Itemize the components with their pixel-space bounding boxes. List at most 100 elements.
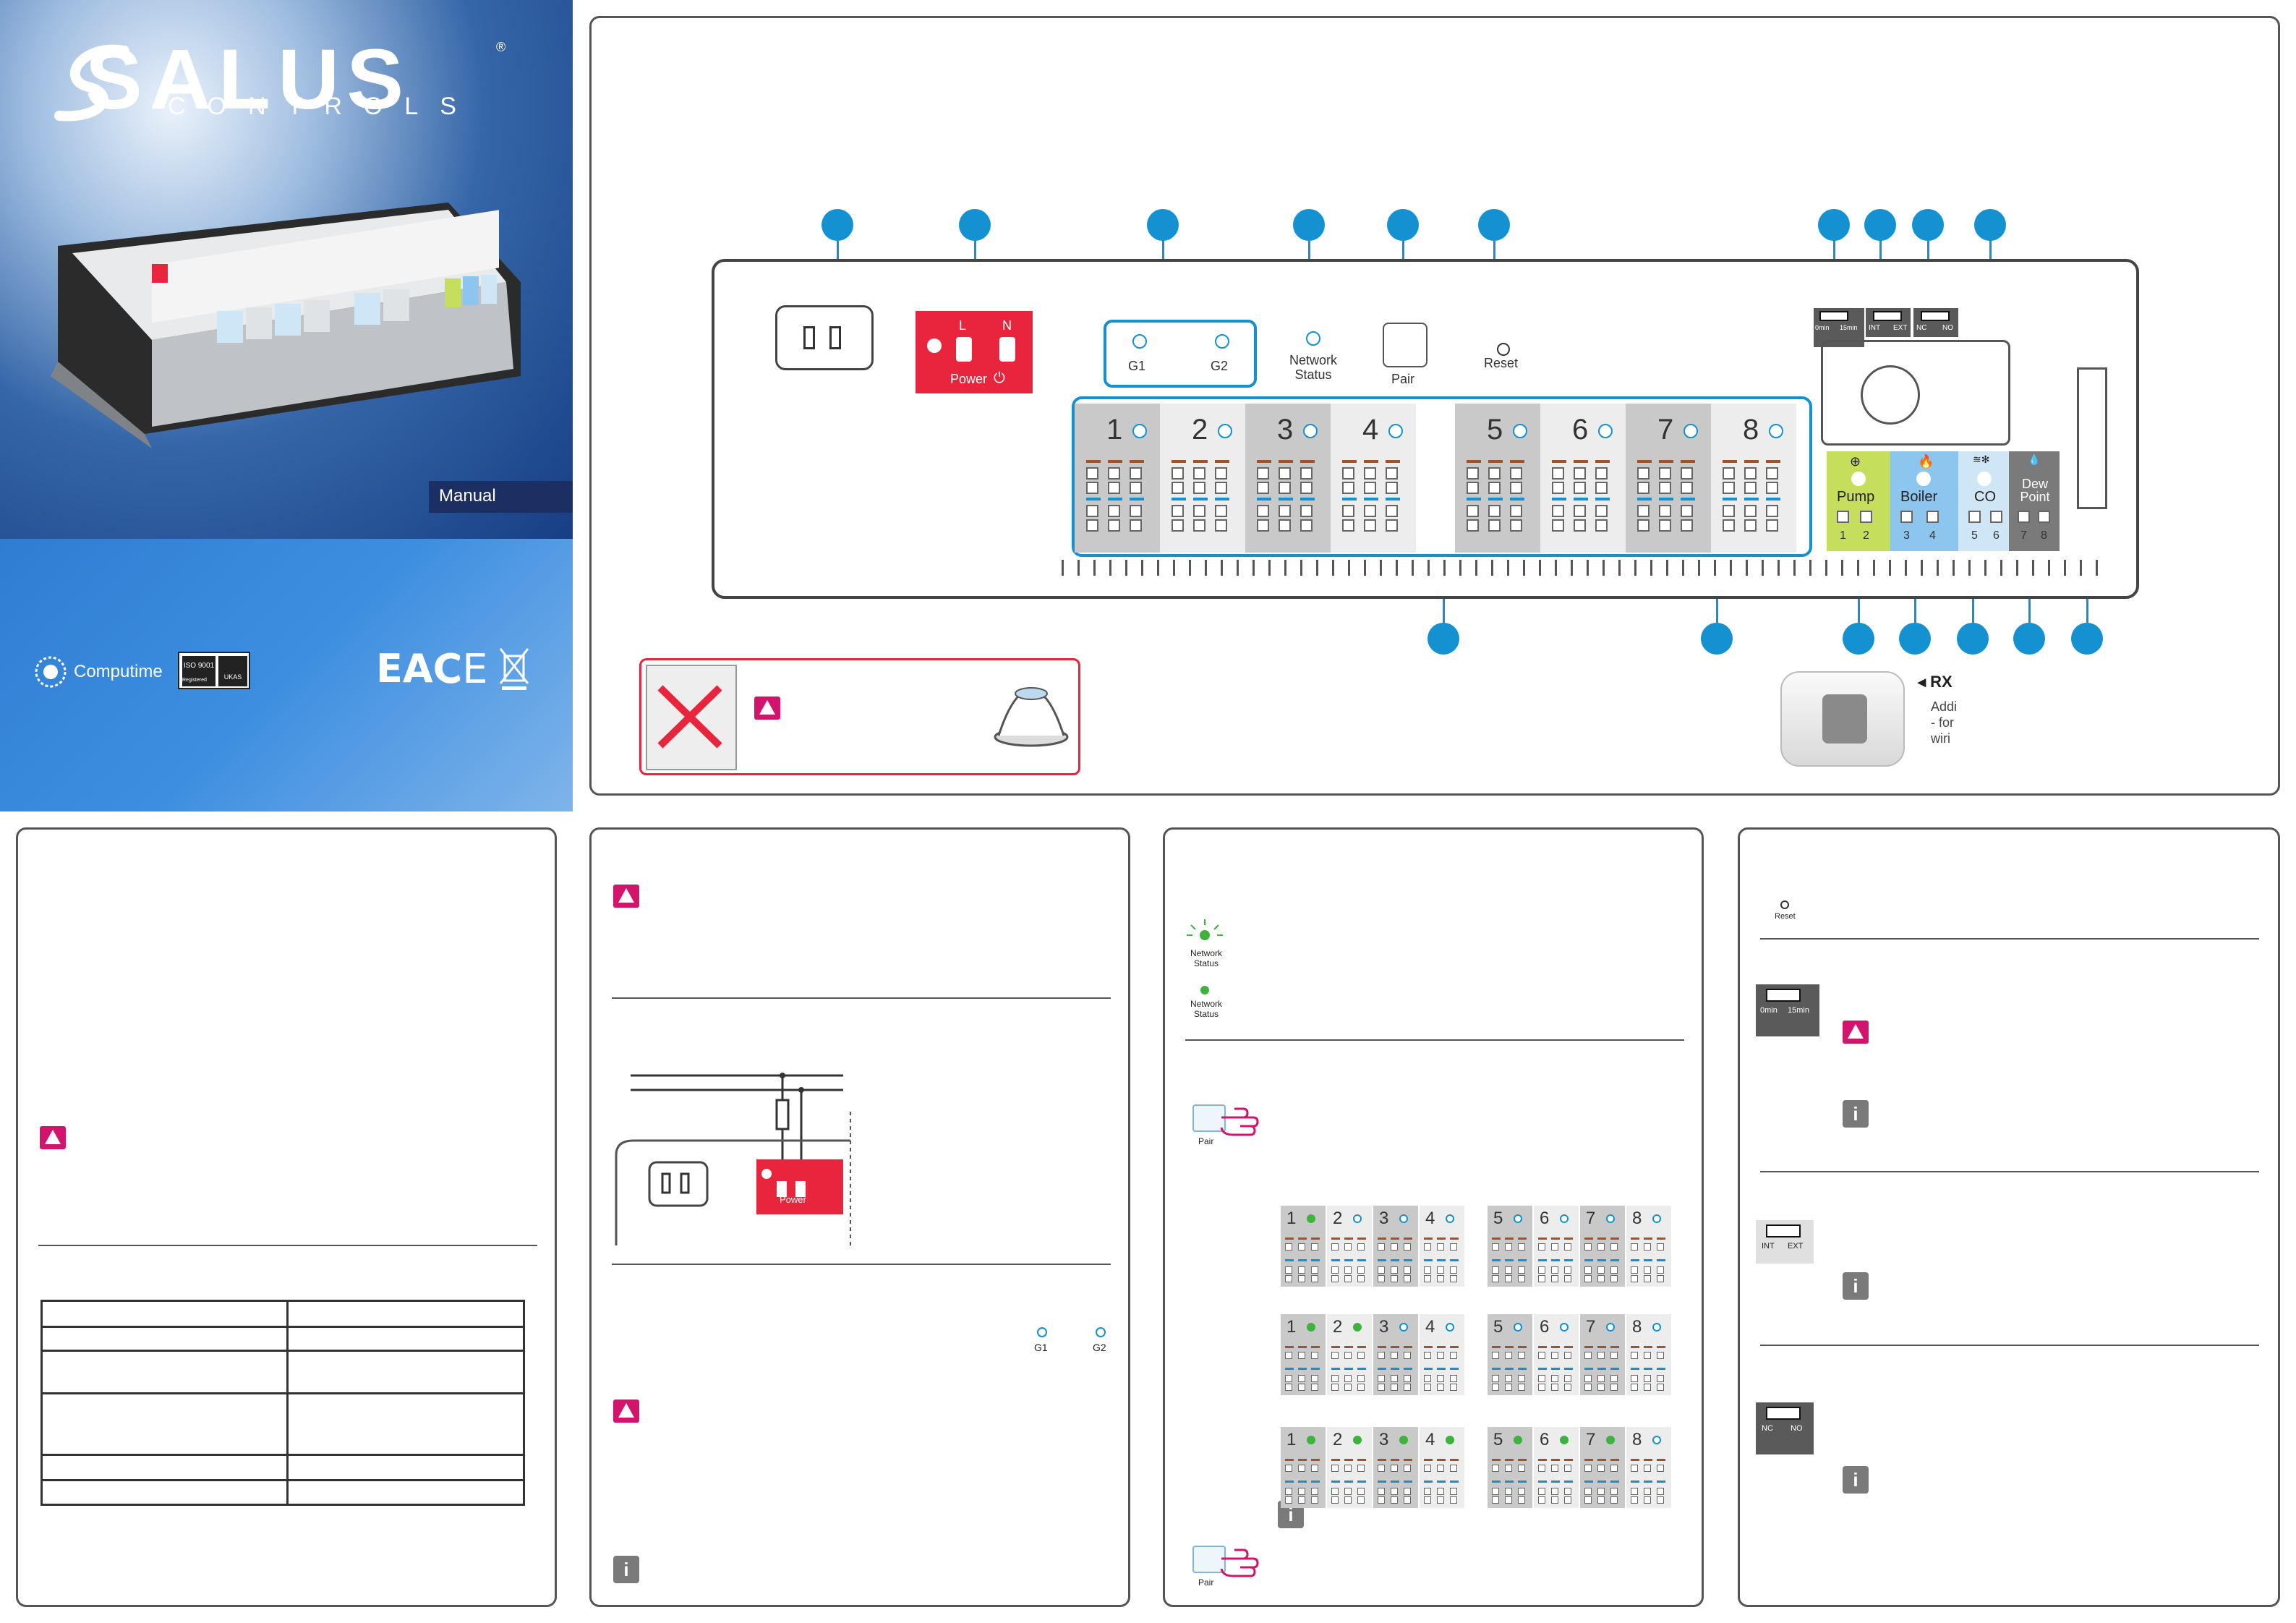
terminal-clamp[interactable] — [1172, 519, 1184, 532]
terminal-clamp[interactable] — [1574, 519, 1586, 532]
terminal-clamp[interactable] — [1215, 467, 1227, 480]
terminal-clamp[interactable] — [1681, 505, 1693, 517]
terminal-clamp[interactable] — [1766, 467, 1778, 480]
terminal-clamp[interactable] — [1086, 505, 1098, 517]
terminal-clamp[interactable] — [1637, 519, 1650, 532]
terminal-clamp[interactable] — [1681, 467, 1693, 480]
terminal-n[interactable] — [999, 337, 1015, 362]
terminal-clamp[interactable] — [1552, 519, 1564, 532]
terminal-clamp[interactable] — [1488, 505, 1501, 517]
terminal-clamp[interactable] — [1342, 482, 1354, 494]
terminal-clamp[interactable] — [1552, 505, 1564, 517]
terminal-clamp[interactable] — [1723, 505, 1735, 517]
terminal-clamp[interactable] — [1215, 519, 1227, 532]
terminal-clamp[interactable] — [1300, 467, 1313, 480]
terminal-clamp[interactable] — [1108, 505, 1120, 517]
terminal-clamp[interactable] — [1659, 505, 1671, 517]
terminal-clamp[interactable] — [1744, 519, 1757, 532]
terminal-clamp[interactable] — [1215, 482, 1227, 494]
terminal-clamp[interactable] — [1364, 519, 1376, 532]
terminal-clamp[interactable] — [1723, 519, 1735, 532]
terminal-clamp[interactable] — [1086, 519, 1098, 532]
terminal-clamp[interactable] — [1257, 519, 1269, 532]
terminal-clamp[interactable] — [1257, 467, 1269, 480]
terminal-clamp[interactable] — [1574, 482, 1586, 494]
terminal-clamp[interactable] — [1681, 482, 1693, 494]
terminal-clamp[interactable] — [1467, 482, 1479, 494]
terminal-clamp[interactable] — [1130, 482, 1142, 494]
terminal-clamp[interactable] — [1172, 467, 1184, 480]
aux-terminal-clamp[interactable] — [2018, 511, 2030, 523]
aux-terminal-clamp[interactable] — [1968, 511, 1981, 523]
terminal-clamp[interactable] — [1300, 482, 1313, 494]
terminal-clamp[interactable] — [1766, 482, 1778, 494]
terminal-clamp[interactable] — [1659, 519, 1671, 532]
terminal-clamp[interactable] — [1257, 482, 1269, 494]
terminal-clamp[interactable] — [1488, 467, 1501, 480]
terminal-clamp[interactable] — [1086, 482, 1098, 494]
terminal-clamp[interactable] — [1364, 482, 1376, 494]
terminal-clamp[interactable] — [1342, 519, 1354, 532]
terminal-clamp[interactable] — [1467, 467, 1479, 480]
terminal-clamp[interactable] — [1130, 505, 1142, 517]
terminal-clamp[interactable] — [1488, 482, 1501, 494]
aux-terminal-clamp[interactable] — [1900, 511, 1913, 523]
aux-terminal-clamp[interactable] — [1860, 511, 1872, 523]
terminal-clamp[interactable] — [1488, 519, 1501, 532]
terminal-clamp[interactable] — [1108, 482, 1120, 494]
terminal-clamp[interactable] — [1130, 519, 1142, 532]
terminal-clamp[interactable] — [1723, 467, 1735, 480]
terminal-clamp[interactable] — [1552, 482, 1564, 494]
reset-button[interactable] — [1497, 343, 1510, 356]
terminal-clamp[interactable] — [1172, 505, 1184, 517]
terminal-clamp[interactable] — [1766, 519, 1778, 532]
terminal-clamp[interactable] — [1723, 482, 1735, 494]
terminal-clamp[interactable] — [1108, 467, 1120, 480]
terminal-clamp[interactable] — [1279, 467, 1291, 480]
terminal-clamp[interactable] — [1659, 467, 1671, 480]
aux-terminal-clamp[interactable] — [1837, 511, 1849, 523]
terminal-clamp[interactable] — [1467, 505, 1479, 517]
terminal-clamp[interactable] — [1766, 505, 1778, 517]
pair-button[interactable] — [1383, 323, 1427, 367]
terminal-clamp[interactable] — [1744, 505, 1757, 517]
terminal-clamp[interactable] — [1552, 467, 1564, 480]
terminal-clamp[interactable] — [1193, 519, 1205, 532]
terminal-clamp[interactable] — [1595, 467, 1608, 480]
terminal-clamp[interactable] — [1215, 505, 1227, 517]
terminal-clamp[interactable] — [1510, 482, 1522, 494]
terminal-clamp[interactable] — [1744, 482, 1757, 494]
terminal-clamp[interactable] — [1300, 519, 1313, 532]
terminal-clamp[interactable] — [1681, 519, 1693, 532]
terminal-clamp[interactable] — [1574, 505, 1586, 517]
terminal-clamp[interactable] — [1510, 467, 1522, 480]
aux-terminal-clamp[interactable] — [1926, 511, 1939, 523]
terminal-clamp[interactable] — [1595, 482, 1608, 494]
terminal-l[interactable] — [956, 337, 972, 362]
terminal-clamp[interactable] — [1193, 467, 1205, 480]
terminal-clamp[interactable] — [1386, 467, 1398, 480]
terminal-clamp[interactable] — [1595, 519, 1608, 532]
terminal-clamp[interactable] — [1300, 505, 1313, 517]
terminal-clamp[interactable] — [1386, 505, 1398, 517]
terminal-clamp[interactable] — [1279, 505, 1291, 517]
terminal-clamp[interactable] — [1257, 505, 1269, 517]
terminal-clamp[interactable] — [1193, 505, 1205, 517]
terminal-clamp[interactable] — [1279, 482, 1291, 494]
terminal-clamp[interactable] — [1364, 505, 1376, 517]
terminal-clamp[interactable] — [1637, 482, 1650, 494]
terminal-clamp[interactable] — [1279, 519, 1291, 532]
int-ext-switch[interactable]: INT EXT — [1866, 308, 1911, 337]
nc-no-switch[interactable]: NC NO — [1913, 308, 1958, 337]
terminal-clamp[interactable] — [1659, 482, 1671, 494]
terminal-clamp[interactable] — [1510, 505, 1522, 517]
aux-terminal-clamp[interactable] — [2038, 511, 2050, 523]
terminal-clamp[interactable] — [1637, 467, 1650, 480]
terminal-clamp[interactable] — [1467, 519, 1479, 532]
terminal-clamp[interactable] — [1595, 505, 1608, 517]
terminal-clamp[interactable] — [1342, 467, 1354, 480]
terminal-clamp[interactable] — [1108, 519, 1120, 532]
aux-terminal-clamp[interactable] — [1990, 511, 2002, 523]
terminal-clamp[interactable] — [1342, 505, 1354, 517]
terminal-clamp[interactable] — [1574, 467, 1586, 480]
